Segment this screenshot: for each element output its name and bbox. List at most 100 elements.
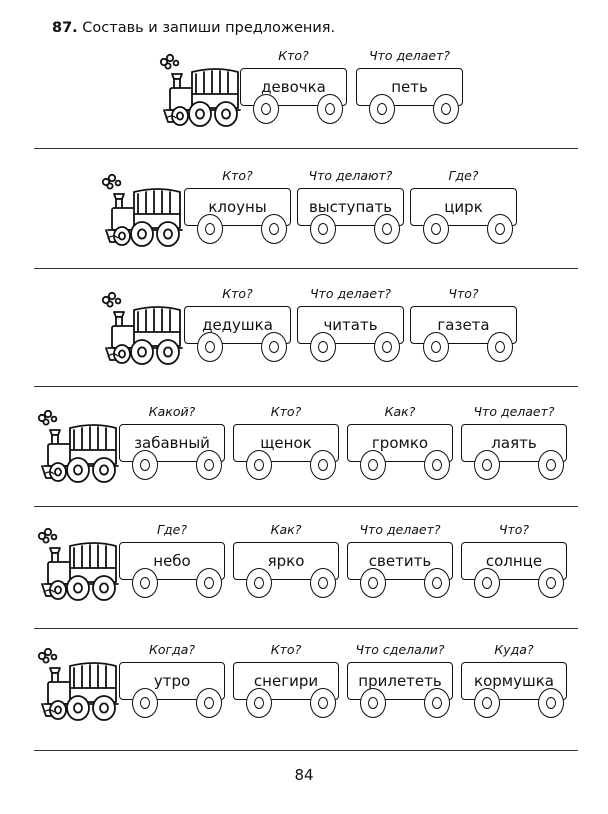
wheel-icon <box>132 568 158 598</box>
wagon-question: Что? <box>498 522 530 537</box>
wheel-icon <box>538 450 564 480</box>
wagon-question: Как? <box>384 404 416 419</box>
writing-line <box>34 506 578 507</box>
wagon: солнце <box>461 542 567 612</box>
wagon: клоуны <box>184 188 291 258</box>
locomotive-icon <box>158 52 244 136</box>
wagon: щенок <box>233 424 339 494</box>
writing-line <box>34 268 578 269</box>
wheel-icon <box>423 214 449 244</box>
wheel-icon <box>310 688 336 718</box>
wheel-icon <box>132 688 158 718</box>
wheel-icon <box>317 94 343 124</box>
wheel-icon <box>197 214 223 244</box>
wagon: девочка <box>240 68 347 138</box>
train-row: Где? небо Как? ярко Что делает? светить Что? со… <box>0 520 608 620</box>
wheel-icon <box>474 450 500 480</box>
wheel-icon <box>261 332 287 362</box>
locomotive-icon <box>36 646 122 730</box>
writing-line <box>34 148 578 149</box>
wagon: читать <box>297 306 404 376</box>
wagon-question: Что делает? <box>309 286 392 301</box>
wheel-icon <box>360 568 386 598</box>
wheel-icon <box>310 568 336 598</box>
wheel-icon <box>424 568 450 598</box>
wheel-icon <box>246 568 272 598</box>
wheel-icon <box>487 214 513 244</box>
wheel-icon <box>310 332 336 362</box>
locomotive-icon <box>36 408 122 492</box>
wagon: петь <box>356 68 463 138</box>
wheel-icon <box>487 332 513 362</box>
wheel-icon <box>374 214 400 244</box>
task-text: Составь и запиши предложения. <box>82 20 336 36</box>
wheel-icon <box>424 688 450 718</box>
wheel-icon <box>360 450 386 480</box>
wagon: ярко <box>233 542 339 612</box>
wheel-icon <box>132 450 158 480</box>
wagon: дедушка <box>184 306 291 376</box>
locomotive-icon <box>100 290 186 374</box>
wagon-question: Что делает? <box>368 48 451 63</box>
wagon: утро <box>119 662 225 732</box>
train-row: Когда? утро Кто? снегири Что сделали? прилете… <box>0 640 608 740</box>
wheel-icon <box>369 94 395 124</box>
wagon: забавный <box>119 424 225 494</box>
writing-line <box>34 386 578 387</box>
wagon-question: Что делает? <box>359 522 441 537</box>
wheel-icon <box>246 688 272 718</box>
wagon: светить <box>347 542 453 612</box>
wheel-icon <box>196 568 222 598</box>
wagon-question: Кто? <box>270 642 302 657</box>
wagon-question: Где? <box>448 168 479 183</box>
train-row: Кто? клоуны Что делают? выступать Где? цирк <box>0 166 608 266</box>
wheel-icon <box>360 688 386 718</box>
wagon-question: Где? <box>157 522 187 537</box>
task-number: 87. <box>52 20 78 36</box>
wagon-word: газета <box>410 306 517 344</box>
wagon: кормушка <box>461 662 567 732</box>
task-title: 87. Составь и запиши предложения. <box>52 20 335 36</box>
wagon-question: Когда? <box>148 642 196 657</box>
wheel-icon <box>433 94 459 124</box>
page-number: 84 <box>294 766 314 784</box>
wheel-icon <box>196 688 222 718</box>
wagon-question: Кто? <box>278 48 309 63</box>
wagon: прилететь <box>347 662 453 732</box>
train-row: Кто? девочка Что делает? петь <box>0 46 608 146</box>
wagon: снегири <box>233 662 339 732</box>
wheel-icon <box>538 688 564 718</box>
wheel-icon <box>310 450 336 480</box>
wagon: газета <box>410 306 517 376</box>
wheel-icon <box>253 94 279 124</box>
wheel-icon <box>196 450 222 480</box>
wheel-icon <box>261 214 287 244</box>
wheel-icon <box>310 214 336 244</box>
wagon-question: Куда? <box>494 642 534 657</box>
wheel-icon <box>197 332 223 362</box>
wagon-question: Что делает? <box>473 404 555 419</box>
wheel-icon <box>474 688 500 718</box>
wagon: небо <box>119 542 225 612</box>
wheel-icon <box>538 568 564 598</box>
wheel-icon <box>374 332 400 362</box>
wagon-question: Какой? <box>148 404 196 419</box>
wheel-icon <box>424 450 450 480</box>
wagon-question: Что делают? <box>308 168 393 183</box>
wagon: цирк <box>410 188 517 258</box>
wagon-question: Кто? <box>222 286 253 301</box>
locomotive-icon <box>36 526 122 610</box>
wagon-question: Что сделали? <box>355 642 445 657</box>
wagon: выступать <box>297 188 404 258</box>
wheel-icon <box>423 332 449 362</box>
writing-line <box>34 750 578 751</box>
wagon-question: Кто? <box>222 168 253 183</box>
wagon-question: Как? <box>270 522 302 537</box>
writing-line <box>34 628 578 629</box>
locomotive-icon <box>100 172 186 256</box>
wheel-icon <box>474 568 500 598</box>
wagon: громко <box>347 424 453 494</box>
wheel-icon <box>246 450 272 480</box>
